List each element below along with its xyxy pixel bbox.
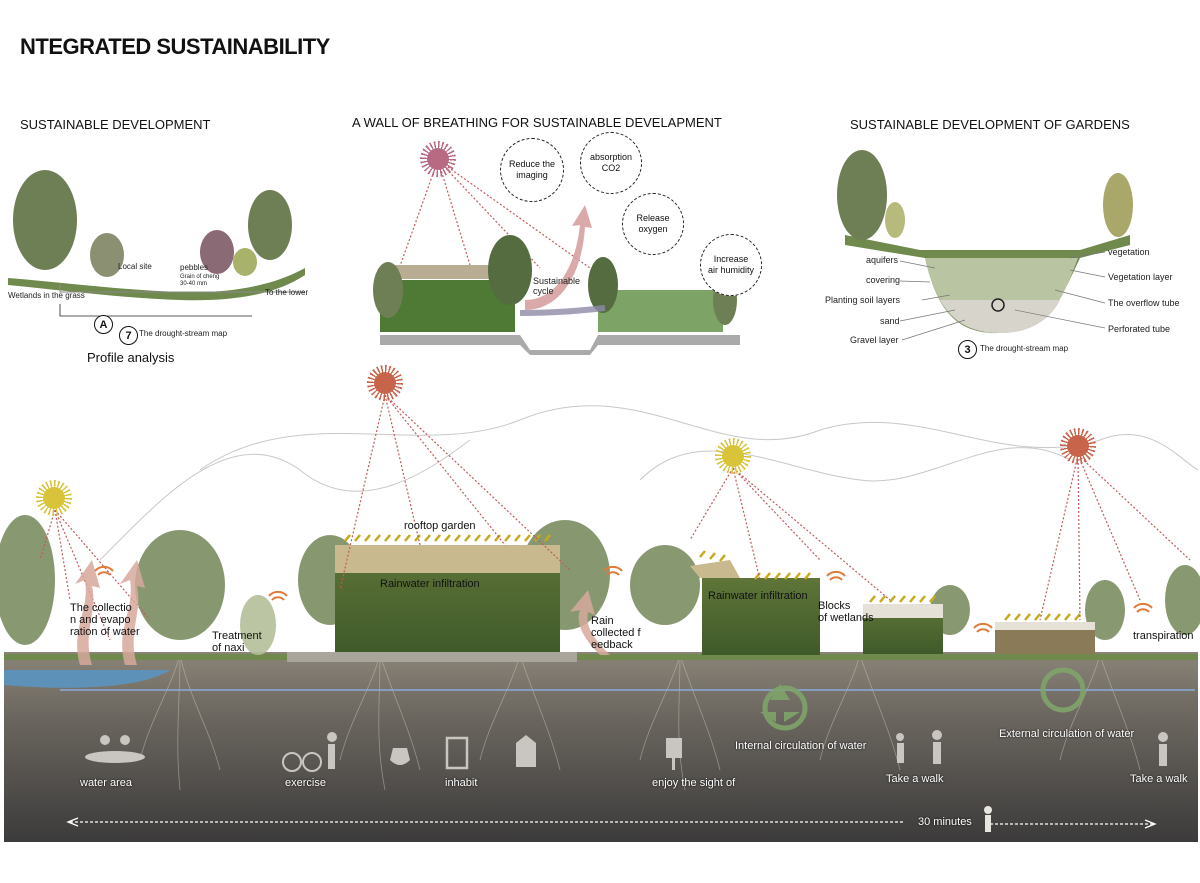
label-grain-size: 30-40 mm <box>180 281 208 287</box>
activity-take-walk: Take a walk <box>886 773 944 785</box>
sun-icon <box>367 365 403 401</box>
label-rain-infiltration-2: Rainwater infiltration <box>708 590 808 602</box>
label-perforated-tube: Perforated tube <box>1108 324 1171 334</box>
evaporation-arrows <box>75 560 610 665</box>
panel-left-heading: SUSTAINABLE DEVELOPMENT <box>20 117 211 132</box>
label-wetlands: Wetlands in the grass <box>8 291 85 300</box>
activity-water-area: water area <box>80 777 132 789</box>
label-aquifers: aquifers <box>866 255 899 265</box>
sun-icon <box>36 480 72 516</box>
map-number-right: 3 <box>958 340 977 359</box>
scale-label: 30 minutes <box>918 816 972 828</box>
roots <box>139 654 1141 791</box>
sun-icon <box>715 438 751 474</box>
air-flow-lines <box>99 405 1199 561</box>
activity-take-walk-2: Take a walk <box>1130 773 1188 785</box>
activity-inhabit: inhabit <box>445 777 478 789</box>
label-transpiration: transpiration <box>1133 630 1194 642</box>
label-grain: Grain of cheng <box>180 274 220 280</box>
label-sand: sand <box>880 316 900 326</box>
signal-glyphs <box>94 565 1153 633</box>
panel-right-heading: SUSTAINABLE DEVELOPMENT OF GARDENS <box>850 117 1130 132</box>
sun-icon <box>1060 428 1096 464</box>
label-overflow-tube: The overflow tube <box>1108 298 1180 308</box>
page-title: NTEGRATED SUSTAINABILITY <box>20 34 330 59</box>
section-buildings <box>287 545 1095 662</box>
map-caption-left: The drought-stream map <box>139 329 228 338</box>
label-external-circulation: External circulation of water <box>999 728 1135 740</box>
sun-rays <box>39 159 1191 641</box>
label-rooftop-garden: rooftop garden <box>404 520 476 532</box>
panel-mid-art <box>373 205 740 355</box>
walker-icon <box>984 806 992 832</box>
activity-enjoy-sight: enjoy the sight of <box>652 777 736 789</box>
label-rain-infiltration-1: Rainwater infiltration <box>380 578 480 590</box>
activity-exercise: exercise <box>285 777 326 789</box>
label-vegetation: vegetation <box>1108 247 1150 257</box>
profile-analysis: Profile analysis <box>87 350 175 365</box>
label-vegetation-layer: Vegetation layer <box>1108 272 1173 282</box>
activity-icons <box>85 730 1168 772</box>
map-caption-right: The drought-stream map <box>980 344 1069 353</box>
sun-icon <box>420 141 456 177</box>
label-to-lower: To the lower <box>265 288 309 297</box>
label-covering: covering <box>866 275 901 285</box>
marker-a: A <box>94 315 113 334</box>
label-local-site: Local site <box>118 262 152 271</box>
panel-mid-heading: A WALL OF BREATHING FOR SUSTAINABLE DEVE… <box>352 115 722 130</box>
rooftop-hatch <box>344 534 1081 621</box>
label-gravel: Gravel layer <box>850 335 899 345</box>
panel-left-art <box>8 170 305 317</box>
label-internal-circulation: Internal circulation of water <box>735 740 867 752</box>
label-planting-soil: Planting soil layers <box>825 295 901 305</box>
map-number-left: 7 <box>119 326 138 345</box>
panel-right-art <box>837 150 1133 341</box>
recycle-icon <box>760 667 1086 731</box>
pond <box>4 670 170 688</box>
soil-section <box>4 652 1198 842</box>
label-pebbles: pebbles <box>180 263 209 272</box>
scale-line <box>66 817 1157 829</box>
